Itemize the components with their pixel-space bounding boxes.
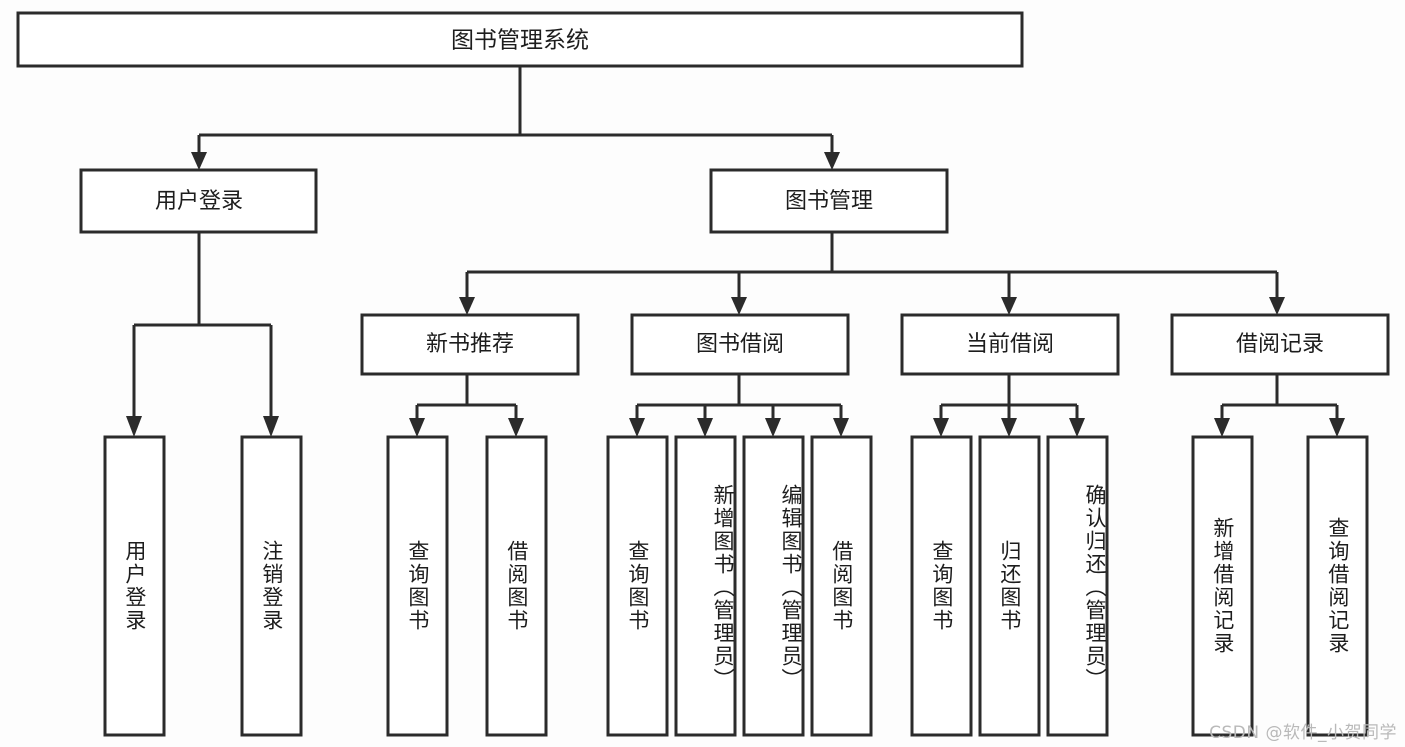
arrowhead-book-mgmt	[824, 152, 840, 170]
arrowhead-borrowrecord-leaf-2	[1329, 418, 1345, 437]
arrowhead-new-book-recommend	[459, 297, 475, 315]
leaf-box-logout[interactable]	[240, 435, 303, 737]
arrowhead-currentborrow-leaf-3	[1069, 418, 1085, 437]
arrowhead-bookborrow-leaf-1	[629, 418, 645, 437]
leaf-box-borrow-book-nb[interactable]	[485, 435, 548, 737]
arrowhead-user-login	[191, 152, 207, 170]
node-root-label: 图书管理系统	[451, 28, 589, 54]
arrowhead-borrowrecord-leaf-1	[1214, 418, 1230, 437]
node-book-management[interactable]: 图书管理	[709, 168, 949, 234]
node-new-book-recommend[interactable]: 新书推荐	[360, 313, 580, 376]
leaf-box-confirm-return-admin[interactable]	[1046, 435, 1109, 737]
leaf-box-borrow-book-bb[interactable]	[810, 435, 873, 737]
node-current-borrow-box[interactable]	[900, 313, 1120, 376]
connectors-group	[126, 66, 1345, 437]
arrowhead-leaf-logout	[263, 416, 279, 437]
arrowhead-bookborrow-leaf-4	[833, 418, 849, 437]
node-borrow-record-label: 借阅记录	[1236, 332, 1324, 357]
leaf-box-query-book-nb[interactable]	[386, 435, 449, 737]
node-user-login[interactable]: 用户登录	[79, 168, 318, 234]
node-borrow-record-box[interactable]	[1170, 313, 1390, 376]
leaf-box-edit-book-admin[interactable]	[742, 435, 805, 737]
node-root-box[interactable]	[16, 11, 1024, 68]
node-new-book-recommend-box[interactable]	[360, 313, 580, 376]
node-root-book-management-system[interactable]: 图书管理系统	[16, 11, 1024, 68]
arrowhead-newbook-leaf-2	[508, 418, 524, 437]
leaf-box-query-book-bb[interactable]	[606, 435, 669, 737]
arrowhead-leaf-user-login	[126, 416, 142, 437]
node-book-borrow-box[interactable]	[630, 313, 850, 376]
leaf-box-query-book-cb[interactable]	[910, 435, 973, 737]
arrowhead-currentborrow-leaf-1	[933, 418, 949, 437]
leaf-box-add-borrow-record[interactable]	[1191, 435, 1254, 737]
leaf-box-query-borrow-record[interactable]	[1306, 435, 1369, 737]
node-book-borrow[interactable]: 图书借阅	[630, 313, 850, 376]
leaf-box-user-login[interactable]	[103, 435, 166, 737]
node-user-login-label: 用户登录	[155, 189, 243, 214]
arrowhead-currentborrow-leaf-2	[1001, 418, 1017, 437]
arrowhead-borrow-record	[1269, 297, 1285, 315]
arrowhead-bookborrow-leaf-2	[697, 418, 713, 437]
watermark-text: CSDN @软件_小贺同学	[1209, 723, 1397, 743]
arrowhead-current-borrow	[1001, 297, 1017, 315]
node-user-login-box[interactable]	[79, 168, 318, 234]
arrowhead-book-borrow	[731, 297, 747, 315]
leaf-box-add-book-admin[interactable]	[674, 435, 737, 737]
node-book-management-box[interactable]	[709, 168, 949, 234]
node-new-book-recommend-label: 新书推荐	[426, 332, 514, 357]
node-borrow-record[interactable]: 借阅记录	[1170, 313, 1390, 376]
leaf-box-return-book[interactable]	[978, 435, 1041, 737]
arrowhead-bookborrow-leaf-3	[765, 418, 781, 437]
node-book-management-label: 图书管理	[785, 189, 873, 214]
node-current-borrow[interactable]: 当前借阅	[900, 313, 1120, 376]
node-book-borrow-label: 图书借阅	[696, 332, 784, 357]
arrowhead-newbook-leaf-1	[409, 418, 425, 437]
node-current-borrow-label: 当前借阅	[966, 332, 1054, 357]
